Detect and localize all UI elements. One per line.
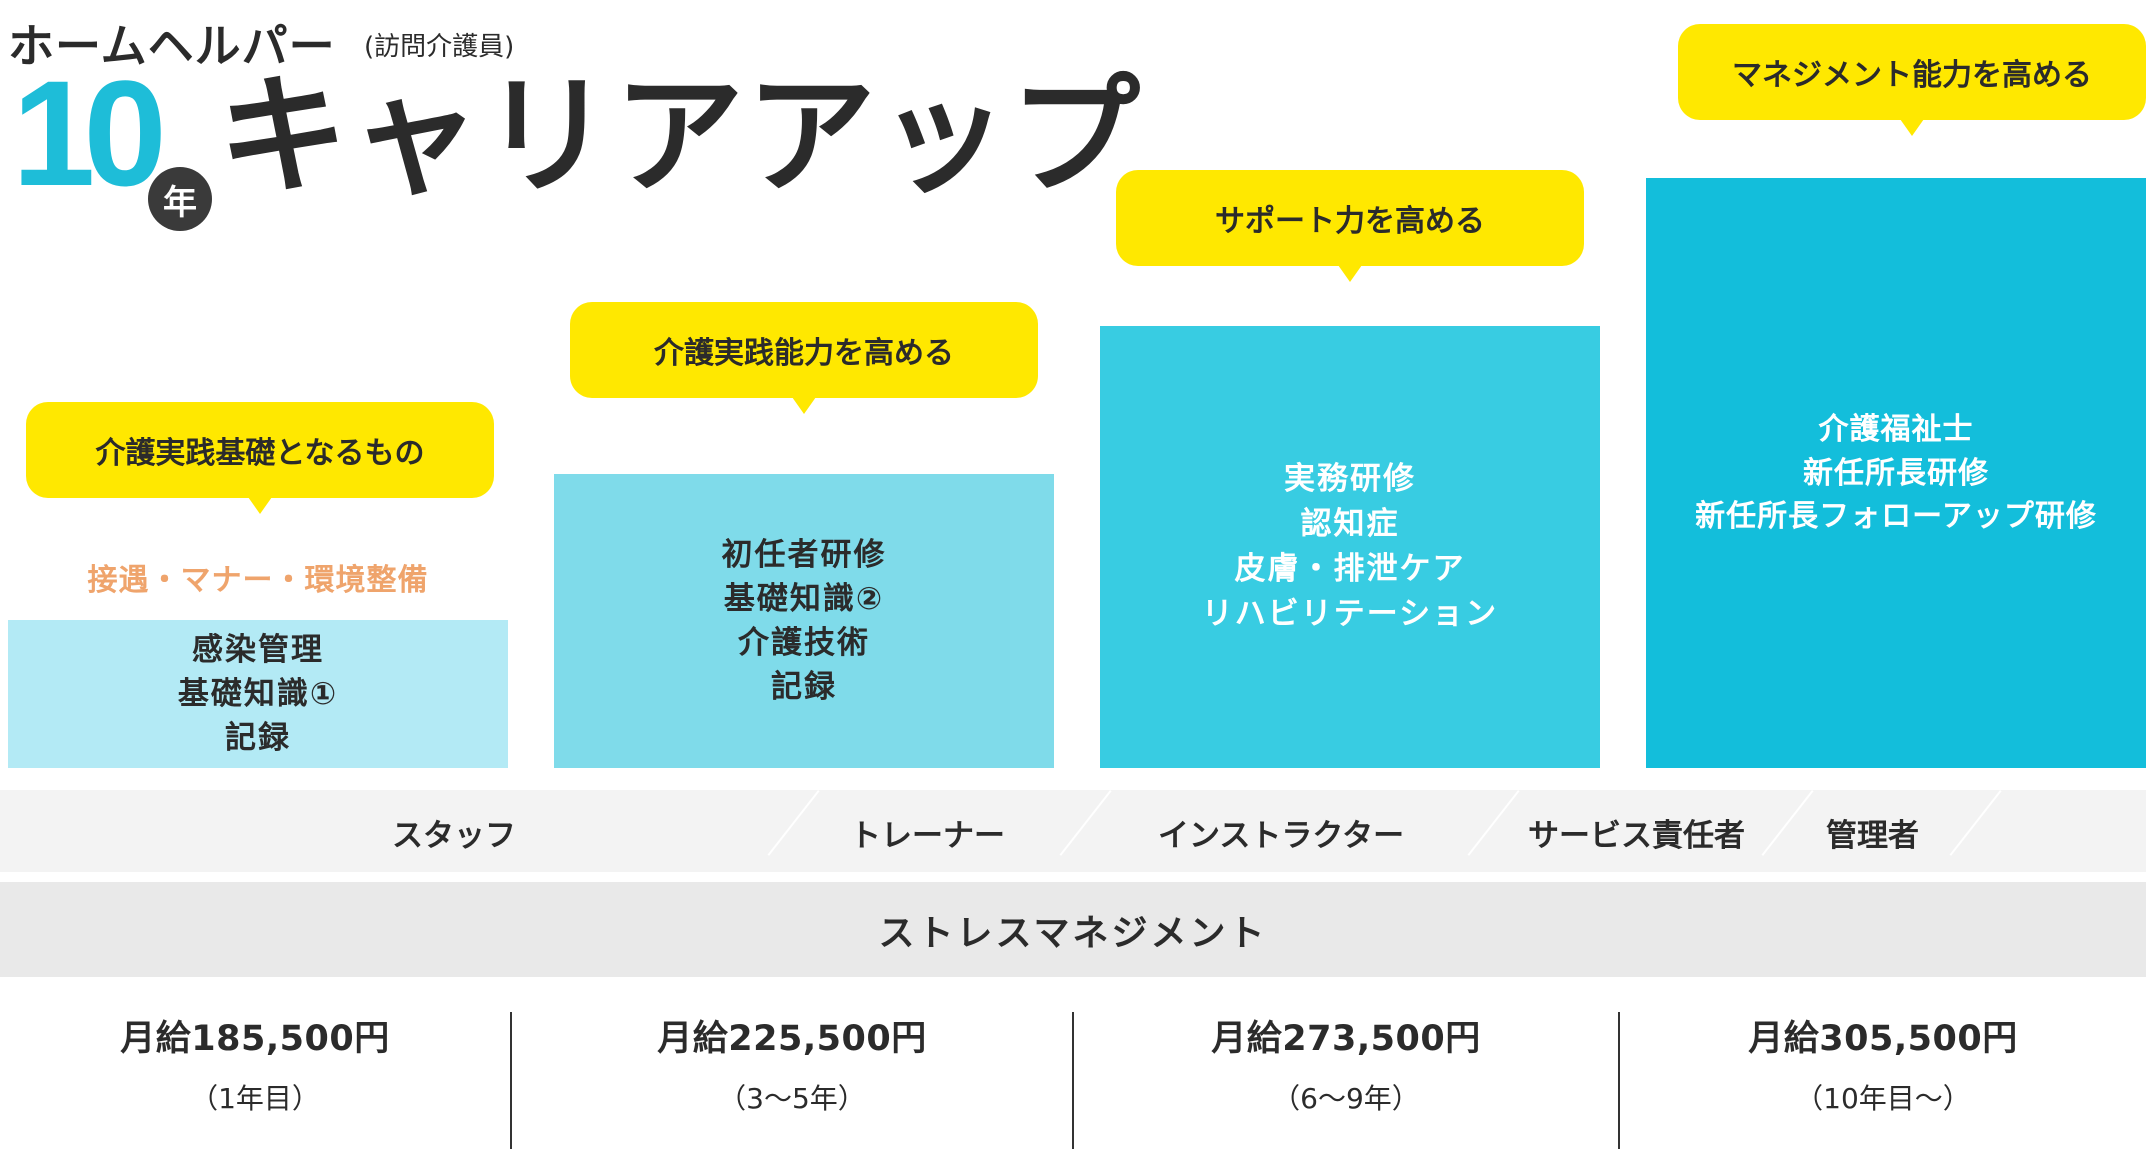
years-badge: 年: [148, 167, 212, 231]
stage-4-training-box: 介護福祉士 新任所長研修 新任所長フォローアップ研修: [1646, 178, 2146, 768]
role-staff: スタッフ: [392, 818, 516, 854]
training-item: 基礎知識②: [723, 580, 885, 617]
salary-column-2: 月給225,500円 （3〜5年）: [512, 1010, 1072, 1117]
role-instructor: インストラクター: [1158, 818, 1405, 854]
training-item: 初任者研修: [721, 536, 887, 573]
role-administrator: 管理者: [1826, 818, 1919, 854]
salary-column-3: 月給273,500円 （6〜9年）: [1074, 1010, 1618, 1117]
role-service-manager: サービス責任者: [1528, 818, 1745, 854]
training-item: 記録: [771, 669, 837, 706]
training-item: 実務研修: [1283, 461, 1416, 498]
training-item: 認知症: [1300, 506, 1400, 543]
training-item: リハビリテーション: [1201, 595, 1499, 632]
stage-3-bubble: サポート力を高める: [1116, 170, 1584, 282]
training-item: 皮膚・排泄ケア: [1234, 551, 1466, 587]
salary-column-1: 月給185,500円 （1年目）: [0, 1010, 510, 1117]
stage-2-bubble: 介護実践能力を高める: [570, 302, 1038, 414]
stage-1-training-box: 感染管理 基礎知識① 記録: [8, 620, 508, 768]
salary-amount: 月給273,500円: [1211, 1019, 1481, 1059]
stage-1-bubble: 介護実践基礎となるもの: [26, 402, 494, 514]
salary-period: （1年目）: [190, 1082, 320, 1115]
salary-period: （10年目〜）: [1795, 1082, 1971, 1115]
stage-2-training-box: 初任者研修 基礎知識② 介護技術 記録: [554, 474, 1054, 768]
salary-amount: 月給305,500円: [1748, 1019, 2018, 1059]
years-number: 10: [12, 49, 167, 217]
salary-divider: [510, 1012, 512, 1149]
training-item: 記録: [225, 720, 291, 756]
salary-amount: 月給225,500円: [657, 1019, 927, 1059]
training-item: 新任所長研修: [1803, 455, 1989, 491]
training-item: 感染管理: [192, 631, 324, 668]
stress-management-band: ストレスマネジメント: [0, 882, 2146, 977]
salary-amount: 月給185,500円: [120, 1019, 390, 1059]
role-title: ホームヘルパー: [8, 19, 336, 73]
role-band: [0, 790, 2146, 872]
salary-divider: [1072, 1012, 1074, 1149]
salary-period: （3〜5年）: [718, 1082, 866, 1115]
role-subtitle: (訪問介護員): [364, 32, 515, 62]
career-title: キャリアアップ: [218, 60, 1143, 212]
salary-column-4: 月給305,500円 （10年目〜）: [1620, 1010, 2146, 1117]
salary-divider: [1618, 1012, 1620, 1149]
stage-1-pre-text: 接遇・マナー・環境整備: [87, 563, 429, 598]
training-item: 介護技術: [738, 625, 870, 661]
stage-3-training-box: 実務研修 認知症 皮膚・排泄ケア リハビリテーション: [1100, 326, 1600, 768]
training-item: 新任所長フォローアップ研修: [1695, 499, 2097, 534]
training-item: 介護福祉士: [1818, 412, 1974, 447]
salary-period: （6〜9年）: [1272, 1082, 1420, 1115]
stage-4-bubble: マネジメント能力を高める: [1678, 24, 2146, 136]
role-trainer: トレーナー: [850, 818, 1005, 854]
training-item: 基礎知識①: [177, 675, 339, 712]
